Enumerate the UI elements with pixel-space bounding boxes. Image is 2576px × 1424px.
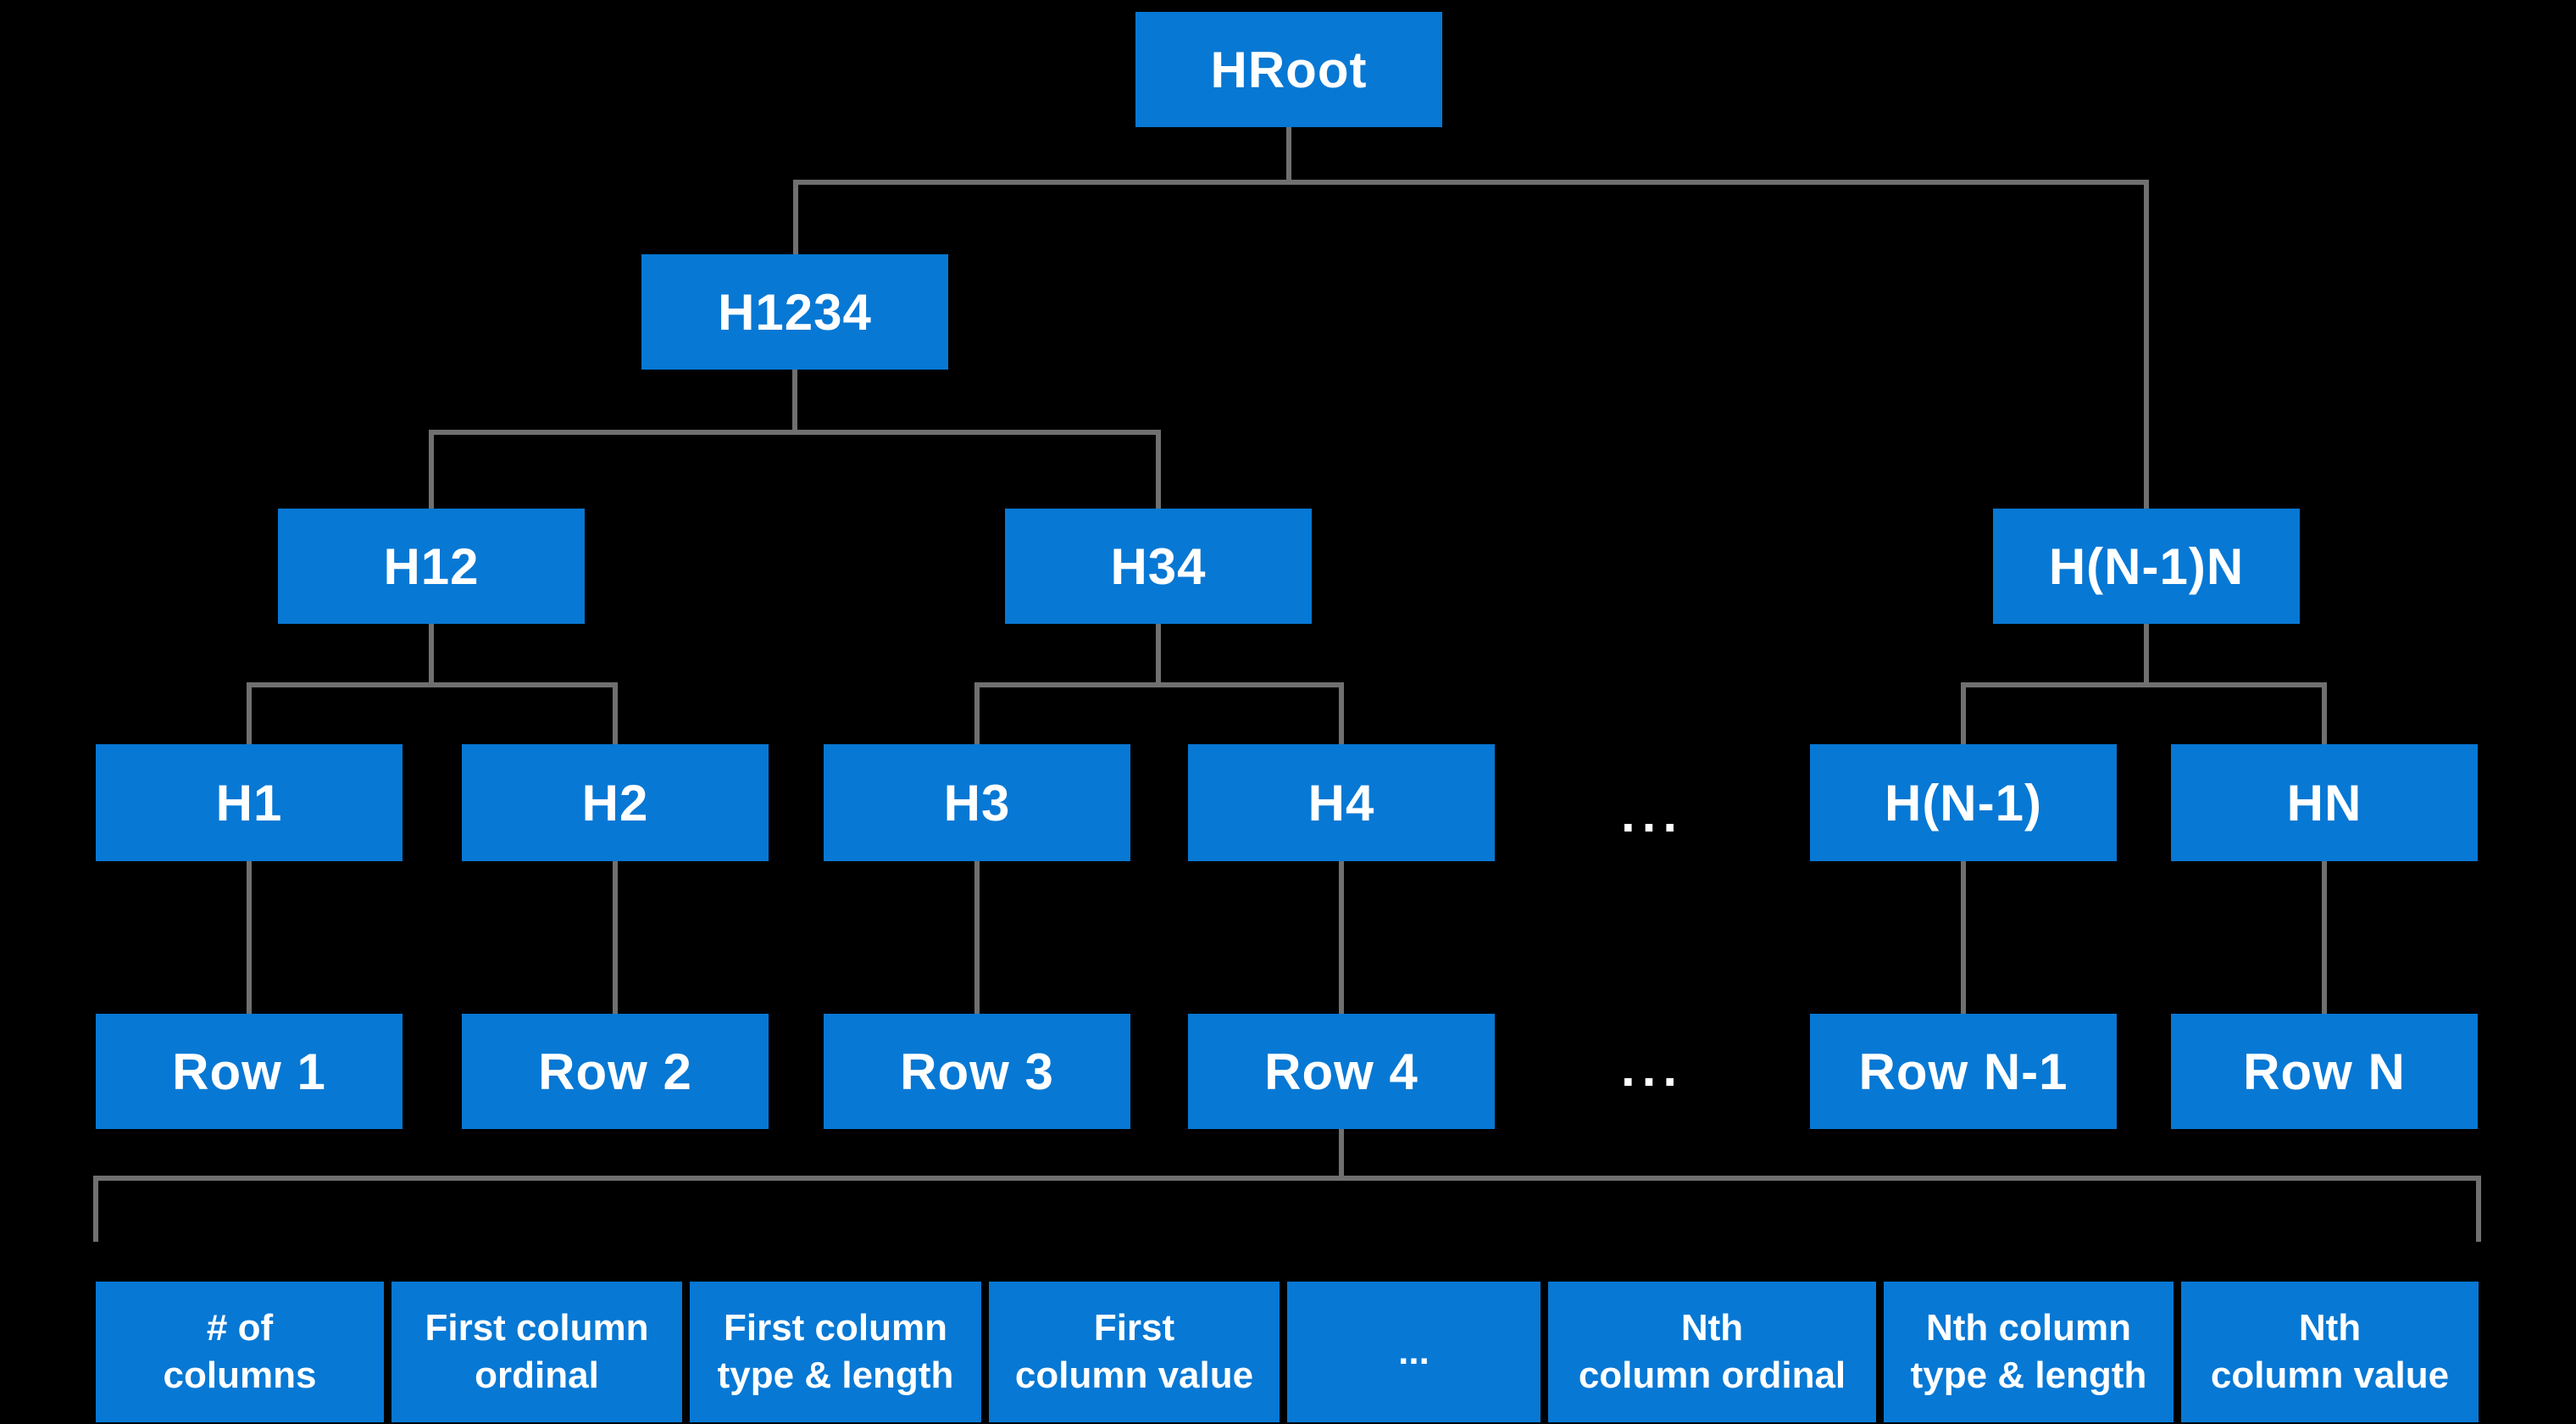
tree-node-h4: H4 — [1188, 744, 1495, 861]
tree-node-hroot: HRoot — [1135, 12, 1442, 127]
tree-node-h3: H3 — [824, 744, 1130, 861]
tree-node-rown-1: Row N-1 — [1810, 1014, 2117, 1129]
hash-level-ellipsis: ... — [1620, 785, 1684, 843]
row-field-line1: First — [1093, 1306, 1175, 1349]
tree-node-h12: H12 — [278, 509, 585, 624]
row-field-line2: column value — [1014, 1354, 1254, 1396]
row-field-line2: type & length — [717, 1354, 954, 1396]
tree-node-hn-1: H(N-1) — [1810, 744, 2117, 861]
row-field-first-column-ordinal: First column ordinal — [391, 1282, 682, 1422]
row-field-line2: column value — [2210, 1354, 2450, 1396]
row-field-first-column-value: First column value — [989, 1282, 1280, 1422]
connector — [974, 682, 1344, 744]
row-field-line2: ordinal — [475, 1354, 599, 1396]
tree-node-h1234: H1234 — [641, 254, 948, 370]
row-field-line2: column ordinal — [1578, 1354, 1846, 1396]
row-level-ellipsis: ... — [1620, 1039, 1684, 1097]
tree-node-h34: H34 — [1005, 509, 1312, 624]
tree-node-hn-1n: H(N-1)N — [1993, 509, 2300, 624]
row-field-line1: # of — [206, 1306, 274, 1349]
row-field-line1: Nth column — [1926, 1306, 2131, 1349]
row-field-line1: First column — [425, 1306, 649, 1349]
tree-node-rown: Row N — [2171, 1014, 2478, 1129]
tree-node-hn: HN — [2171, 744, 2478, 861]
row-field-line1: Nth — [2298, 1306, 2362, 1349]
tree-node-row3: Row 3 — [824, 1014, 1130, 1129]
connector — [793, 180, 2149, 509]
row-field-ellipsis: ... — [1287, 1282, 1541, 1422]
row-field-line1: Nth — [1680, 1306, 1744, 1349]
row-field-nth-column-type-length: Nth column type & length — [1884, 1282, 2174, 1422]
tree-node-row2: Row 2 — [462, 1014, 769, 1129]
row-field-line1: First column — [723, 1306, 948, 1349]
row-field-nth-column-ordinal: Nth column ordinal — [1548, 1282, 1876, 1422]
row-field-line2: type & length — [1910, 1354, 2147, 1396]
connector — [429, 430, 1161, 509]
tree-node-h2: H2 — [462, 744, 769, 861]
tree-node-h1: H1 — [96, 744, 402, 861]
connector — [1961, 682, 2327, 744]
row-field-line1: ... — [1398, 1330, 1430, 1372]
connector — [247, 682, 618, 744]
row-field-line2: columns — [163, 1354, 317, 1396]
tree-node-row1: Row 1 — [96, 1014, 402, 1129]
row-field-nth-column-value: Nth column value — [2181, 1282, 2479, 1422]
connector — [93, 1176, 2481, 1242]
tree-node-row4: Row 4 — [1188, 1014, 1495, 1129]
row-field-num-columns: # of columns — [96, 1282, 384, 1422]
row-field-first-column-type-length: First column type & length — [690, 1282, 981, 1422]
